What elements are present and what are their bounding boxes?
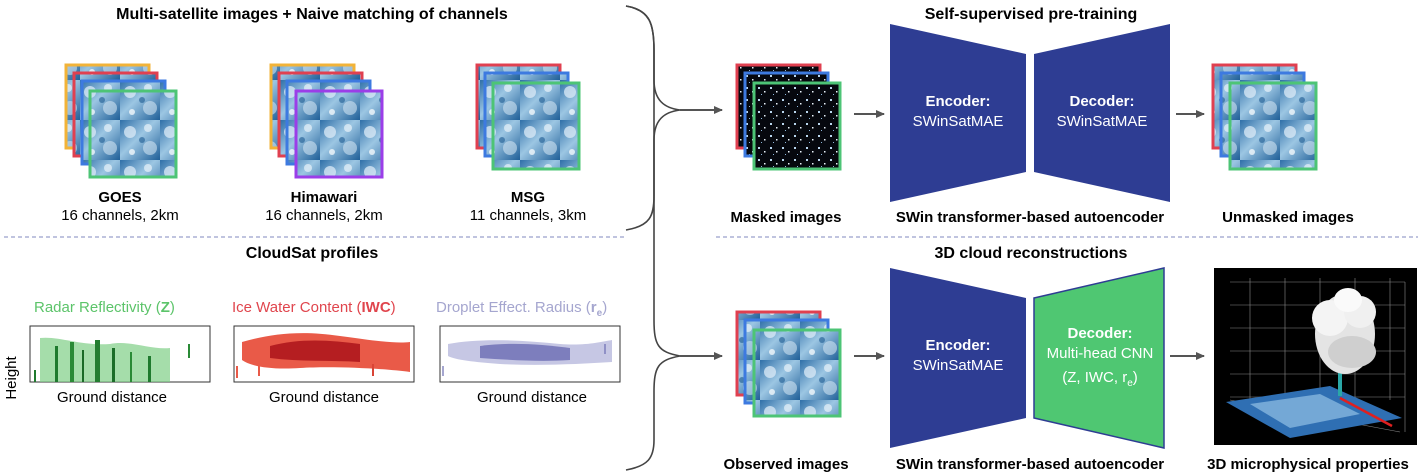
pretraining-title: Self-supervised pre-training <box>925 6 1138 23</box>
goes-image-stack <box>64 63 178 179</box>
ice-water-content-profile <box>233 325 415 383</box>
droplet-radius-label: Droplet Effect. Radius (re) <box>436 299 607 319</box>
autoencoder-label-top: SWin transformer-based autoencoder <box>896 209 1164 226</box>
msg-detail: 11 channels, 3km <box>470 207 586 224</box>
goes-detail: 16 channels, 2km <box>61 207 179 224</box>
encoder-block-bottom <box>890 268 1026 448</box>
droplet-radius-profile <box>439 325 621 383</box>
height-axis-label: Height <box>3 355 20 399</box>
cloudsat-title: CloudSat profiles <box>246 245 379 262</box>
msg-image-stack <box>475 63 581 171</box>
observed-image-stack <box>735 310 842 418</box>
encoder-block-top <box>890 24 1026 202</box>
himawari-detail: 16 channels, 2km <box>265 207 383 224</box>
unmasked-images-label: Unmasked images <box>1222 209 1354 226</box>
observed-images-label: Observed images <box>723 456 848 473</box>
himawari-image-stack <box>269 63 384 179</box>
himawari-name: Himawari <box>291 189 358 206</box>
masked-image-stack <box>735 63 842 171</box>
encoder-name-top: SWinSatMAE <box>913 113 1004 130</box>
radar-xlabel: Ground distance <box>57 389 167 406</box>
decoder-name-top: SWinSatMAE <box>1057 113 1148 130</box>
left-panel-title: Multi-satellite images + Naive matching … <box>116 6 508 23</box>
iwc-xlabel: Ground distance <box>269 389 379 406</box>
droplet-xlabel: Ground distance <box>477 389 587 406</box>
decoder-title-bottom: Decoder: <box>1067 325 1132 342</box>
curly-brace-upper <box>625 5 681 231</box>
ice-water-content-label: Ice Water Content (IWC) <box>232 299 396 316</box>
decoder-block-top <box>1034 24 1170 202</box>
unmasked-image-stack <box>1211 63 1318 171</box>
msg-name: MSG <box>511 189 545 206</box>
decoder-block-bottom <box>1033 267 1165 449</box>
curly-brace <box>625 5 681 471</box>
radar-reflectivity-profile <box>29 325 211 383</box>
decoder-line2-bottom: (Z, IWC, re) <box>1062 369 1138 389</box>
masked-images-label: Masked images <box>731 209 842 226</box>
decoder-title-top: Decoder: <box>1069 93 1134 110</box>
3d-properties-label: 3D microphysical properties <box>1207 456 1409 473</box>
autoencoder-label-bottom: SWin transformer-based autoencoder <box>896 456 1164 473</box>
radar-reflectivity-label: Radar Reflectivity (Z) <box>34 299 175 316</box>
reconstruction-title: 3D cloud reconstructions <box>935 245 1128 262</box>
goes-name: GOES <box>98 189 141 206</box>
encoder-name-bottom: SWinSatMAE <box>913 357 1004 374</box>
3d-reconstruction-render <box>1214 268 1417 445</box>
encoder-title-top: Encoder: <box>925 93 990 110</box>
decoder-line1-bottom: Multi-head CNN <box>1047 345 1154 362</box>
encoder-title-bottom: Encoder: <box>925 337 990 354</box>
